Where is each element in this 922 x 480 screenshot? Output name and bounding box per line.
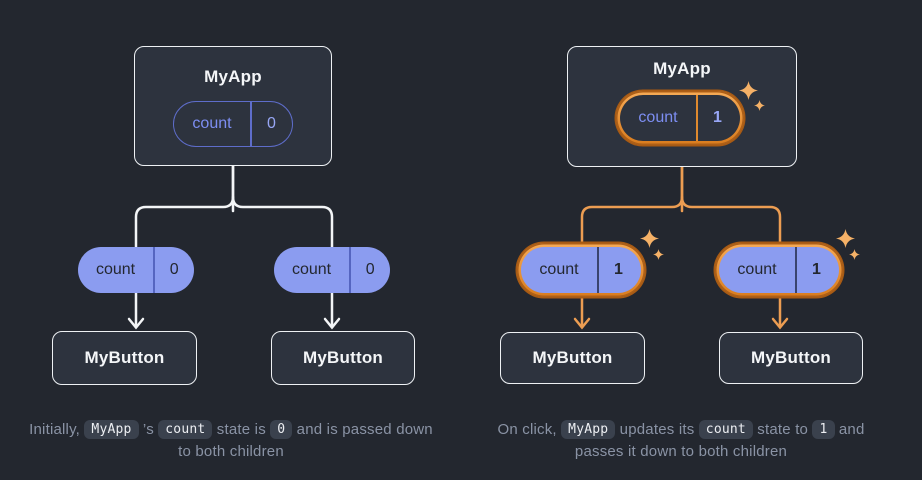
- pill-divider: [597, 247, 599, 293]
- prop-pill-updated-right-highlight: count 1: [715, 243, 843, 297]
- pill-divider: [795, 247, 797, 293]
- prop-label: count: [539, 261, 579, 278]
- state-pill-myapp-updated: count 1: [620, 95, 740, 141]
- state-label: count: [638, 109, 678, 126]
- state-pill-myapp-initial: count 0: [173, 101, 293, 147]
- prop-value: 0: [169, 261, 179, 278]
- inline-code: 0: [270, 420, 293, 439]
- caption-text: and is passed down to both children: [178, 421, 433, 460]
- myapp-node-initial: MyApp count 0: [134, 46, 332, 166]
- prop-pill-updated-right: count 1: [719, 247, 839, 293]
- prop-pill-initial-right: count 0: [274, 247, 390, 293]
- caption-text: state to: [752, 421, 813, 438]
- sparkle-icon: [849, 249, 860, 260]
- state-label: count: [192, 115, 232, 132]
- component-title: MyButton: [751, 348, 831, 367]
- prop-label: count: [737, 261, 777, 278]
- prop-value: 1: [812, 261, 821, 278]
- sparkle-icon: [640, 229, 659, 248]
- state-value: 0: [267, 115, 276, 132]
- pill-divider: [349, 247, 351, 293]
- caption-text: and passes it down to both children: [574, 421, 865, 460]
- prop-label: count: [95, 261, 136, 278]
- inline-code: count: [158, 420, 213, 439]
- arrowhead-icon: [573, 317, 591, 330]
- prop-value: 1: [614, 261, 623, 278]
- mybutton-node-initial-right: MyButton: [271, 331, 415, 385]
- pill-divider: [153, 247, 155, 293]
- mybutton-node-updated-right: MyButton: [719, 332, 863, 384]
- prop-pill-initial-left: count 0: [78, 247, 194, 293]
- component-title: MyApp: [653, 59, 711, 78]
- arrowhead-icon: [127, 317, 145, 330]
- mybutton-node-initial-left: MyButton: [52, 331, 197, 385]
- pill-divider: [696, 95, 698, 141]
- right-tree-connector: [573, 165, 789, 330]
- inline-code: count: [698, 420, 753, 439]
- arrowhead-icon: [771, 317, 789, 330]
- state-pill-myapp-updated-highlight: count 1: [616, 91, 744, 145]
- component-title: MyButton: [532, 348, 613, 367]
- caption-updated: On click, MyApp updates its count state …: [471, 419, 891, 463]
- state-value: 1: [713, 109, 722, 126]
- caption-initial: Initially, MyApp ’s count state is 0 and…: [21, 419, 441, 463]
- inline-code: MyApp: [84, 420, 139, 439]
- prop-value: 0: [365, 261, 375, 278]
- component-title: MyApp: [204, 67, 262, 86]
- pill-divider: [250, 102, 252, 146]
- mybutton-node-updated-left: MyButton: [500, 332, 645, 384]
- prop-pill-updated-left-highlight: count 1: [517, 243, 645, 297]
- sparkle-icon: [836, 229, 855, 248]
- left-tree-connector: [127, 164, 341, 330]
- caption-text: ’s: [138, 421, 159, 438]
- caption-text: On click,: [497, 421, 562, 438]
- prop-label: count: [291, 261, 332, 278]
- caption-text: Initially,: [29, 421, 85, 438]
- component-title: MyButton: [303, 348, 383, 367]
- inline-code: MyApp: [561, 420, 616, 439]
- sparkle-icon: [754, 100, 765, 111]
- sparkle-icon: [653, 249, 664, 260]
- arrowhead-icon: [323, 317, 341, 330]
- caption-text: state is: [212, 421, 271, 438]
- prop-pill-updated-left: count 1: [521, 247, 641, 293]
- inline-code: 1: [812, 420, 835, 439]
- component-title: MyButton: [84, 348, 165, 367]
- sparkle-icon: [739, 81, 758, 100]
- caption-text: updates its: [615, 421, 699, 438]
